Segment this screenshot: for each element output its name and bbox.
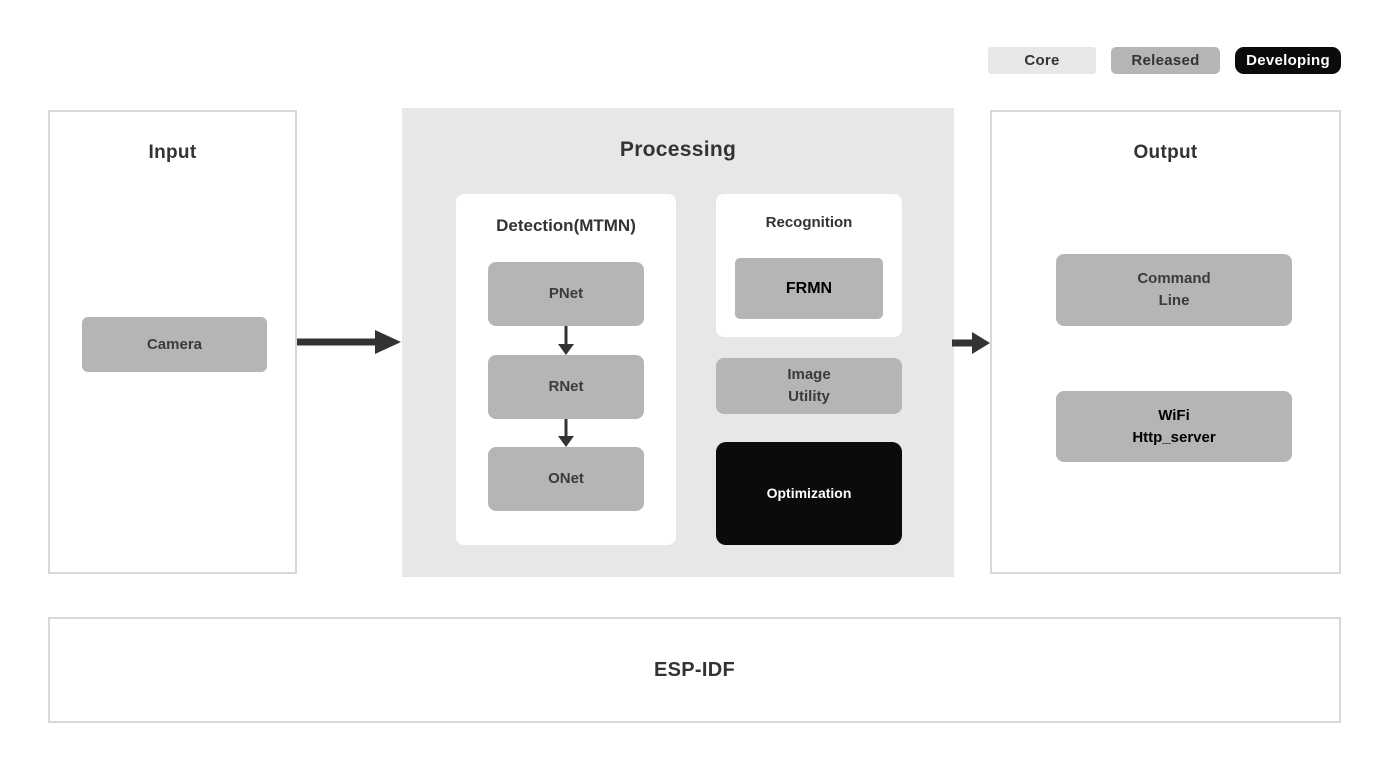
arrow-head-icon [558, 344, 574, 355]
flow-arrow-processing-to-output [952, 330, 990, 356]
processing-panel-title: Processing [619, 138, 737, 161]
recognition-subpanel-title: Recognition [765, 214, 853, 231]
arrow-head-icon [558, 436, 574, 447]
legend-item-developing: Developing [1235, 47, 1341, 74]
flow-arrow-rnet-to-onet [558, 419, 574, 447]
wifi-http-server-node: WiFi Http_server [1056, 391, 1292, 462]
onet-node: ONet [488, 447, 644, 511]
output-panel: Output Command Line WiFi Http_server [990, 110, 1341, 574]
arrow-shaft [952, 339, 973, 347]
output-panel-title: Output [1133, 142, 1198, 163]
command-line-node: Command Line [1056, 254, 1292, 326]
flow-arrow-pnet-to-rnet [558, 326, 574, 355]
image-utility-node: Image Utility [716, 358, 902, 414]
processing-panel: Processing Detection(MTMN) PNet RNet ONe… [402, 108, 954, 577]
arrow-shaft [297, 338, 377, 346]
legend-item-released: Released [1111, 47, 1220, 74]
recognition-subpanel: Recognition FRMN [716, 194, 902, 337]
arrow-head-icon [972, 332, 990, 354]
esp-idf-panel-title: ESP-IDF [654, 658, 735, 681]
rnet-node: RNet [488, 355, 644, 419]
frmn-node: FRMN [735, 258, 883, 319]
arrow-shaft [564, 419, 568, 437]
optimization-node: Optimization [716, 442, 902, 545]
esp-idf-panel: ESP-IDF [48, 617, 1341, 723]
detection-subpanel-title: Detection(MTMN) [496, 216, 636, 235]
input-panel: Input Camera [48, 110, 297, 574]
detection-subpanel: Detection(MTMN) PNet RNet ONet [456, 194, 676, 545]
arrow-shaft [564, 326, 568, 345]
camera-node: Camera [82, 317, 267, 372]
arrow-head-icon [375, 330, 401, 354]
pnet-node: PNet [488, 262, 644, 326]
legend-item-core: Core [988, 47, 1096, 74]
flow-arrow-input-to-processing [297, 329, 401, 355]
input-panel-title: Input [148, 142, 197, 163]
